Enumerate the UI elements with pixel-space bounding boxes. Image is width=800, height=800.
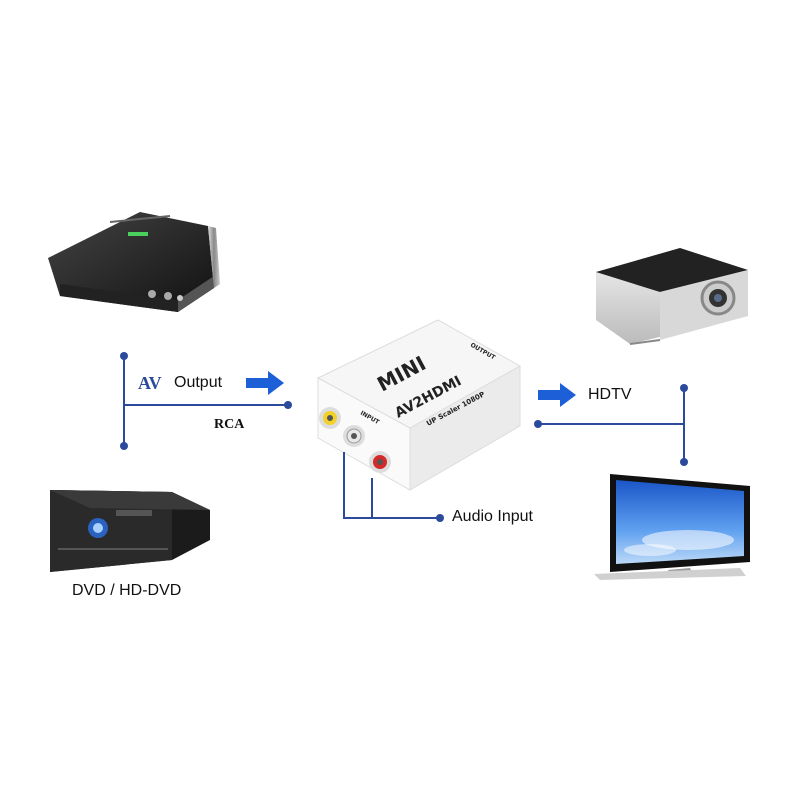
output-arrow-icon: [246, 371, 284, 395]
left-connection-dots: [120, 352, 292, 450]
projector-icon: [596, 248, 748, 345]
rca-label: RCA: [214, 417, 245, 432]
left-connection-lines: [123, 356, 288, 446]
right-connection-dots: [534, 384, 688, 466]
av2hdmi-converter-icon: MINI AV2HDMI UP Scaler 1080P INPUT OUTPU…: [316, 319, 522, 491]
hdtv-label: HDTV: [588, 386, 632, 403]
monitor-icon: [594, 474, 750, 580]
audio-input-label: Audio Input: [452, 508, 533, 525]
output-label: Output: [174, 374, 223, 391]
audio-input-dot: [436, 514, 444, 522]
dvd-label: DVD / HD-DVD: [72, 582, 182, 599]
settop-box-icon: [48, 212, 220, 312]
dvd-player-icon: [50, 490, 210, 572]
av-label: AV: [138, 373, 162, 393]
right-connection-lines: [538, 388, 685, 462]
audio-input-lines: [343, 452, 440, 519]
hdtv-arrow-icon: [538, 383, 576, 407]
